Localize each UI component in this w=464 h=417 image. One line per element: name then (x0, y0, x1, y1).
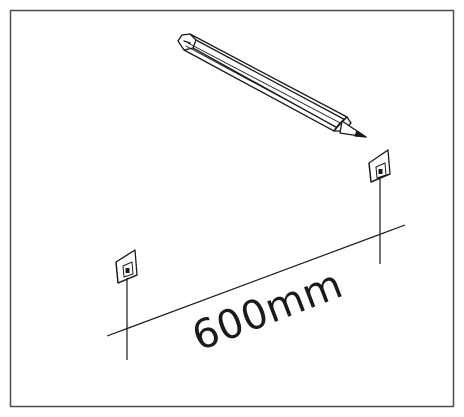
measurement-line (106, 224, 406, 337)
pencil-icon (177, 33, 367, 138)
frame-border (9, 9, 455, 408)
wall-bracket-icon (115, 249, 138, 284)
wall-bracket-icon (368, 149, 391, 183)
